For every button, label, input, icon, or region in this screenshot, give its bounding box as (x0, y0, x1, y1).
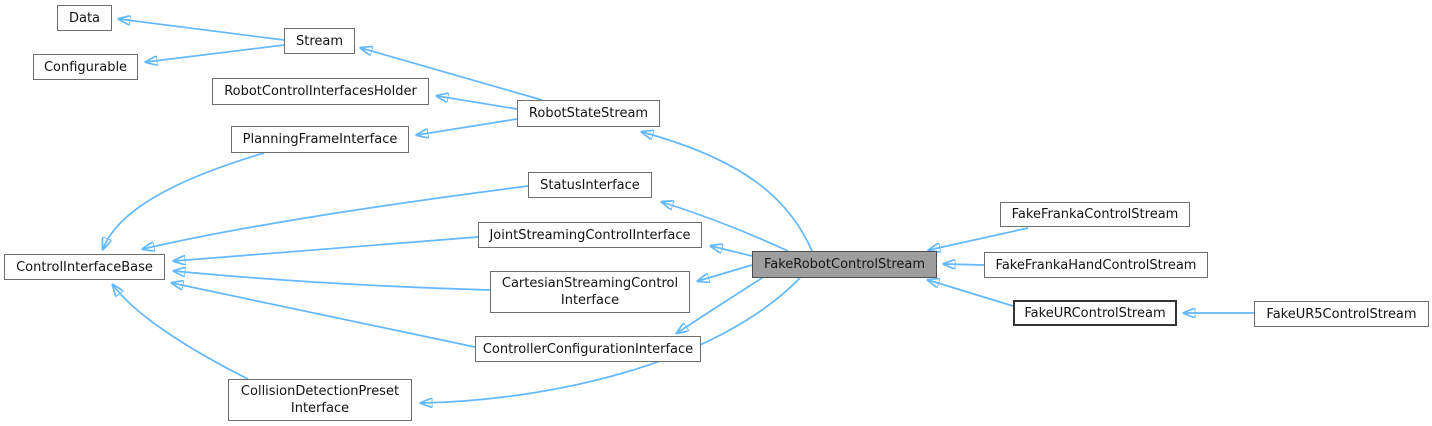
edge-status-interface-to-control-interface-base (143, 185, 529, 249)
node-data[interactable]: Data (57, 5, 112, 31)
edge-planning-frame-interface-to-control-interface-base (103, 152, 265, 249)
edge-fake-robot-control-stream-to-controller-configuration-interface (677, 277, 763, 333)
edge-robot-state-stream-to-planning-frame-interface (417, 118, 518, 135)
edge-fake-ur-control-stream-to-fake-robot-control-stream (928, 280, 1014, 307)
node-robot-state-stream[interactable]: RobotStateStream (517, 100, 660, 127)
edge-fake-robot-control-stream-to-status-interface (662, 202, 789, 252)
edge-stream-to-configurable (146, 44, 285, 62)
node-control-interface-base[interactable]: ControlInterfaceBase (4, 254, 165, 280)
node-fake-ur-control-stream[interactable]: FakeURControlStream (1013, 300, 1177, 326)
edge-controller-configuration-interface-to-control-interface-base (172, 283, 476, 348)
edge-fake-robot-control-stream-to-robot-state-stream (642, 132, 813, 252)
edge-fake-franka-control-stream-to-fake-robot-control-stream (929, 227, 1029, 250)
edge-joint-streaming-control-interface-to-control-interface-base (174, 236, 479, 261)
node-cartesian-streaming-control-interface[interactable]: CartesianStreamingControl Interface (490, 271, 690, 313)
node-fake-franka-control-stream[interactable]: FakeFrankaControlStream (1000, 202, 1190, 227)
node-stream[interactable]: Stream (284, 28, 355, 54)
edge-fake-robot-control-stream-to-collision-detection-preset-interface (421, 277, 801, 403)
edge-cartesian-streaming-control-interface-to-control-interface-base (174, 271, 491, 291)
edge-stream-to-data (119, 19, 285, 41)
node-fake-ur5-control-stream[interactable]: FakeUR5ControlStream (1254, 301, 1429, 327)
edge-fake-robot-control-stream-to-joint-streaming-control-interface (711, 246, 753, 257)
node-fake-robot-control-stream: FakeRobotControlStream (752, 251, 937, 278)
node-fake-franka-hand-control-stream[interactable]: FakeFrankaHandControlStream (984, 252, 1208, 278)
edge-fake-franka-hand-control-stream-to-fake-robot-control-stream (944, 264, 985, 265)
edge-fake-robot-control-stream-to-cartesian-streaming-control-interface (698, 264, 753, 281)
edge-collision-detection-preset-interface-to-control-interface-base (113, 285, 249, 380)
node-controller-configuration-interface[interactable]: ControllerConfigurationInterface (475, 336, 701, 362)
node-configurable[interactable]: Configurable (33, 54, 138, 80)
edge-robot-state-stream-to-robot-control-interfaces-holder (437, 96, 518, 110)
node-collision-detection-preset-interface[interactable]: CollisionDetectionPreset Interface (228, 379, 412, 421)
edge-robot-state-stream-to-stream (361, 48, 543, 101)
node-joint-streaming-control-interface[interactable]: JointStreamingControlInterface (478, 222, 702, 248)
node-status-interface[interactable]: StatusInterface (528, 172, 652, 198)
node-planning-frame-interface[interactable]: PlanningFrameInterface (231, 126, 409, 153)
node-robot-control-interfaces-holder[interactable]: RobotControlInterfacesHolder (212, 78, 429, 105)
